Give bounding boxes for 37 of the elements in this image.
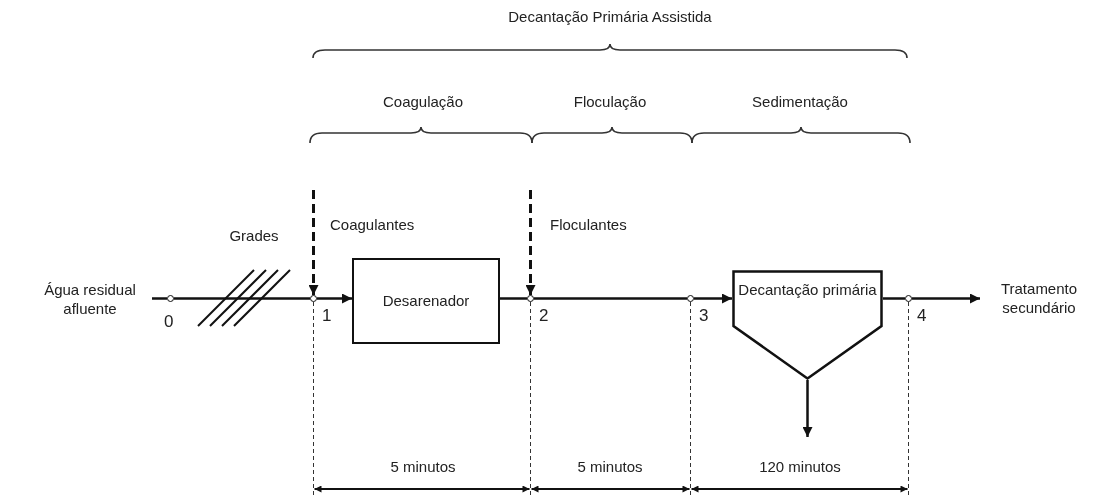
flow-line <box>883 297 905 300</box>
chemical-label: Floculantes <box>550 216 627 233</box>
process-box <box>352 258 500 344</box>
point-number: 4 <box>917 306 927 326</box>
stage-label: Floculação <box>573 93 647 110</box>
junction-point <box>310 295 317 302</box>
point-number: 2 <box>539 306 549 326</box>
node-text: Decantação primária <box>738 280 877 300</box>
chemical-label: Coagulantes <box>330 216 415 233</box>
point-number: 0 <box>164 312 174 332</box>
flow-line <box>152 297 167 300</box>
duration-label: 120 minutos <box>759 458 841 475</box>
junction-point <box>905 295 912 302</box>
node-text: Água residual afluente <box>43 279 137 319</box>
junction-point <box>527 295 534 302</box>
node-text: Tratamento secundário <box>999 278 1079 318</box>
flow-line <box>912 293 980 304</box>
stage-label: Coagulação <box>382 93 464 110</box>
equipment-label: Grades <box>229 227 279 244</box>
flow-line <box>174 297 310 300</box>
flow-line <box>694 293 732 304</box>
stage-title: Decantação Primária Assistida <box>508 8 712 25</box>
flow-line <box>534 297 687 300</box>
node-text: Desarenador <box>382 291 470 311</box>
flow-line <box>802 380 813 437</box>
junction-point <box>167 295 174 302</box>
flow-line <box>500 297 527 300</box>
duration-label: 5 minutos <box>390 458 456 475</box>
flow-line <box>317 293 352 304</box>
point-number: 1 <box>322 306 332 326</box>
point-number: 3 <box>699 306 709 326</box>
junction-point <box>687 295 694 302</box>
dashed-arrow <box>308 190 319 295</box>
duration-label: 5 minutos <box>577 458 643 475</box>
sedimentation-tank <box>732 270 883 380</box>
dashed-arrow <box>525 190 536 295</box>
stage-label: Sedimentação <box>752 93 848 110</box>
